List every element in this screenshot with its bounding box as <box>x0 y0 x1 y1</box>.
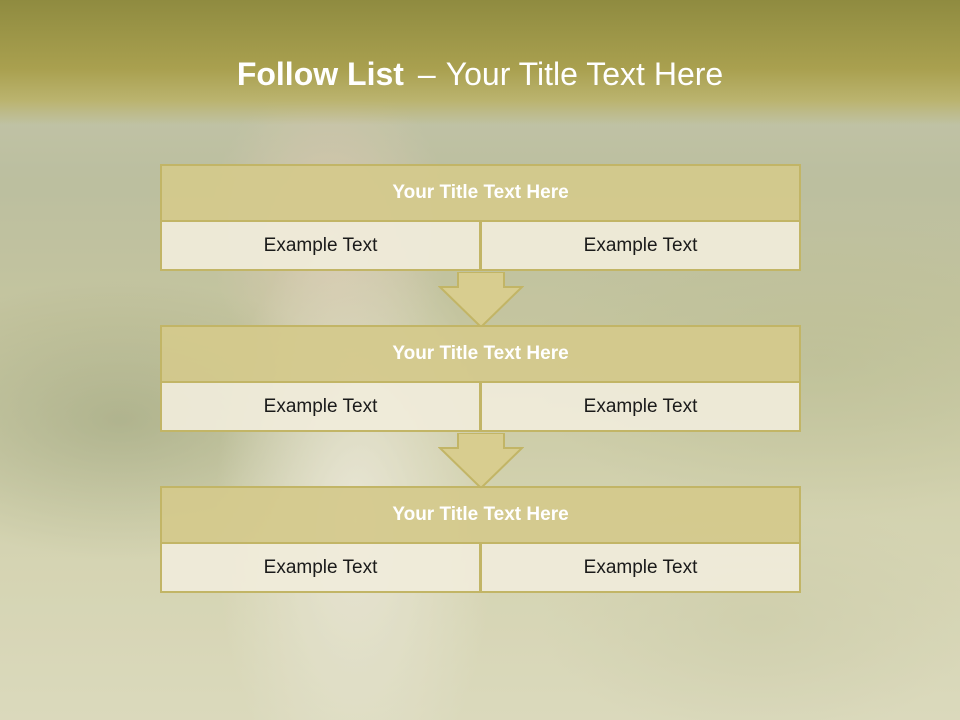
slide-title-rest: Your Title Text Here <box>445 56 724 92</box>
down-arrow-2 <box>438 433 524 489</box>
down-arrow-1 <box>438 272 524 328</box>
title-band <box>0 0 960 125</box>
step-cell-right: Example Text <box>480 220 801 271</box>
step-cell-right: Example Text <box>480 381 801 432</box>
step-block-3: Your Title Text Here Example Text Exampl… <box>160 486 801 593</box>
slide-title-bold: Follow List <box>236 56 404 92</box>
step-block-1: Your Title Text Here Example Text Exampl… <box>160 164 801 271</box>
slide-title: Follow List–Your Title Text Here <box>0 56 960 93</box>
step-block-2: Your Title Text Here Example Text Exampl… <box>160 325 801 432</box>
step-title: Your Title Text Here <box>160 325 801 383</box>
step-cell-left: Example Text <box>160 542 481 593</box>
step-title: Your Title Text Here <box>160 164 801 222</box>
step-cell-right: Example Text <box>480 542 801 593</box>
step-cell-left: Example Text <box>160 381 481 432</box>
slide-title-dash: – <box>417 56 436 92</box>
step-cell-left: Example Text <box>160 220 481 271</box>
step-title: Your Title Text Here <box>160 486 801 544</box>
